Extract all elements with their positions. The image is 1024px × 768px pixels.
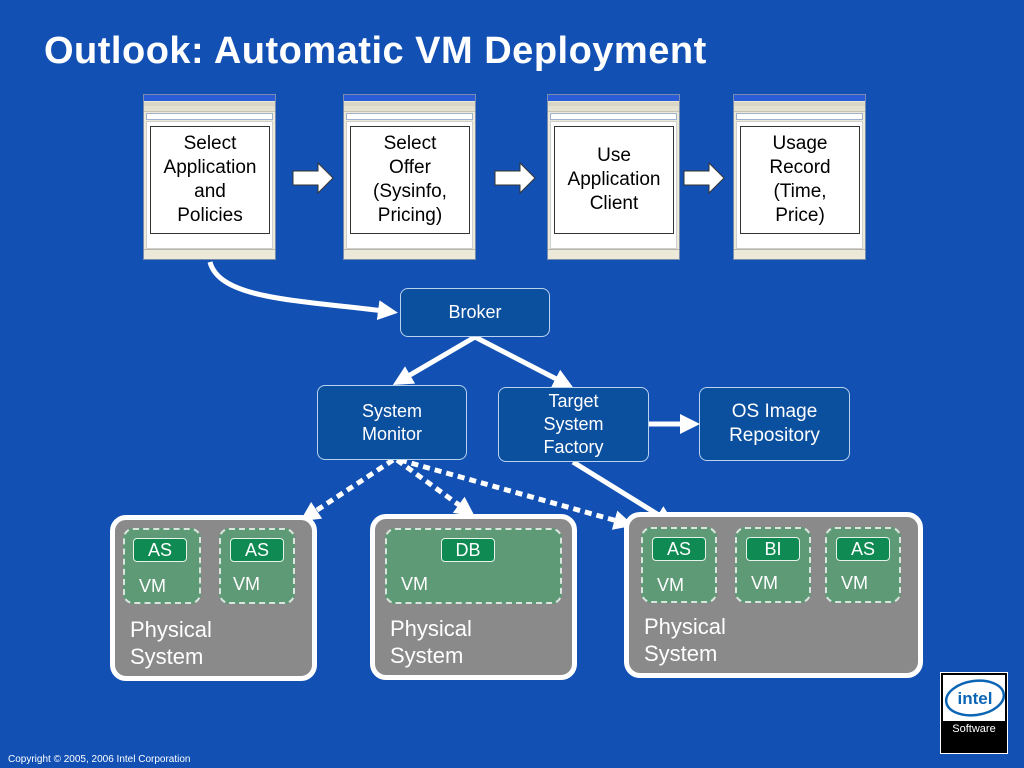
- step-arrow-icon-1: [292, 162, 334, 194]
- app-badge: AS: [652, 537, 706, 561]
- vm-label: VM: [139, 576, 166, 596]
- svg-text:intel: intel: [958, 689, 993, 708]
- copyright-notice: Copyright © 2005, 2006 Intel Corporation: [8, 754, 191, 765]
- vm-label: VM: [657, 575, 684, 595]
- physical-system-2: DB VM Physical System: [370, 514, 577, 680]
- step-select-application: Select Application and Policies: [150, 126, 270, 234]
- step-arrow-icon-3: [683, 162, 725, 194]
- app-badge: DB: [441, 538, 495, 562]
- physical-system-label: Physical System: [130, 617, 212, 669]
- intel-software-logo: intel Software: [940, 672, 1008, 754]
- app-badge: AS: [836, 537, 890, 561]
- vm-label: VM: [233, 574, 260, 594]
- software-wordmark: Software: [952, 723, 996, 735]
- vm-box: BI VM: [735, 527, 811, 603]
- slide-title: Outlook: Automatic VM Deployment: [44, 30, 707, 72]
- step-select-offer: Select Offer (Sysinfo, Pricing): [350, 126, 470, 234]
- step-usage-record: Usage Record (Time, Price): [740, 126, 860, 234]
- step-arrow-icon-2: [494, 162, 536, 194]
- intel-logo-icon: intel: [944, 679, 1006, 717]
- vm-box: AS VM: [825, 527, 901, 603]
- physical-system-label: Physical System: [644, 614, 726, 666]
- app-badge: AS: [133, 538, 187, 562]
- app-badge: BI: [746, 537, 800, 561]
- physical-system-3: AS VM BI VM AS VM Physical System: [624, 512, 923, 678]
- physical-system-label: Physical System: [390, 616, 472, 668]
- vm-box: AS VM: [641, 527, 717, 603]
- connector-step-to-broker: [207, 261, 398, 321]
- connector-broker-to-monitor: [392, 334, 477, 386]
- vm-label: VM: [401, 574, 428, 594]
- target-system-factory-node: Target System Factory: [498, 387, 649, 462]
- os-image-repository-node: OS Image Repository: [699, 387, 850, 461]
- connector-monitor-to-physical-3: [399, 457, 634, 530]
- step-use-application-client: Use Application Client: [554, 126, 674, 234]
- connector-broker-to-factory: [473, 334, 574, 388]
- vm-box: AS VM: [219, 528, 295, 604]
- vm-box: DB VM: [385, 528, 562, 604]
- vm-label: VM: [751, 573, 778, 593]
- vm-label: VM: [841, 573, 868, 593]
- connector-monitor-to-physical-2: [395, 457, 475, 517]
- broker-node: Broker: [400, 288, 550, 337]
- app-badge: AS: [230, 538, 284, 562]
- vm-box: AS VM: [123, 528, 201, 604]
- connector-monitor-to-physical-1: [299, 457, 395, 522]
- system-monitor-node: System Monitor: [317, 385, 467, 460]
- physical-system-1: AS VM AS VM Physical System: [110, 515, 317, 681]
